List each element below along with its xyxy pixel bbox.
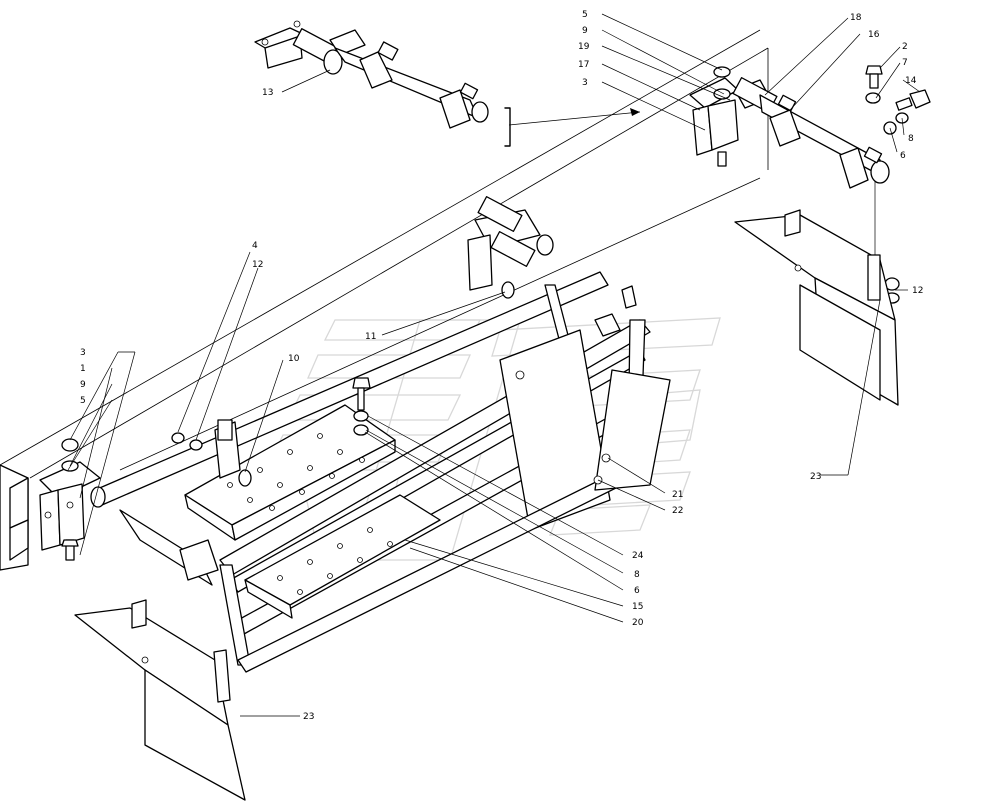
arrow-head bbox=[630, 108, 640, 116]
part-labels: 13 5 9 19 17 3 18 16 2 7 14 8 6 12 4 12 … bbox=[80, 10, 923, 722]
label-6-right: 6 bbox=[900, 151, 906, 161]
label-23-right: 23 bbox=[810, 472, 821, 482]
label-6-lower: 6 bbox=[634, 586, 640, 596]
detail-hinge-shaft bbox=[254, 20, 511, 147]
label-10: 10 bbox=[288, 354, 300, 364]
label-21: 21 bbox=[672, 490, 683, 500]
label-5-left: 5 bbox=[80, 396, 86, 406]
label-3-left: 3 bbox=[80, 348, 86, 358]
label-1: 1 bbox=[80, 364, 86, 374]
mud-flap-right bbox=[734, 209, 899, 406]
label-11: 11 bbox=[365, 332, 376, 342]
label-8-lower: 8 bbox=[634, 570, 640, 580]
label-8-right: 8 bbox=[908, 134, 914, 144]
label-2: 2 bbox=[902, 42, 908, 52]
frame-beam-left bbox=[0, 464, 29, 571]
mud-flap-left bbox=[74, 599, 246, 801]
center-fasteners bbox=[171, 377, 371, 487]
label-3-top: 3 bbox=[582, 78, 588, 88]
label-18: 18 bbox=[850, 13, 862, 23]
label-15: 15 bbox=[632, 602, 643, 612]
label-20: 20 bbox=[632, 618, 644, 628]
lower-tread bbox=[244, 494, 441, 619]
label-4: 4 bbox=[252, 241, 258, 251]
label-24: 24 bbox=[632, 551, 644, 561]
label-16: 16 bbox=[868, 30, 880, 40]
upper-tread bbox=[184, 404, 396, 541]
detail-right-shaft bbox=[689, 66, 890, 189]
label-9-top: 9 bbox=[582, 26, 588, 36]
label-14: 14 bbox=[905, 76, 917, 86]
label-9-left: 9 bbox=[80, 380, 86, 390]
label-13: 13 bbox=[262, 88, 273, 98]
label-5-top: 5 bbox=[582, 10, 588, 20]
label-12-center: 12 bbox=[252, 260, 263, 270]
left-hinge-bracket bbox=[39, 438, 101, 561]
label-17: 17 bbox=[578, 60, 589, 70]
label-23-left: 23 bbox=[303, 712, 314, 722]
label-22: 22 bbox=[672, 506, 683, 516]
label-19: 19 bbox=[578, 42, 590, 52]
label-7: 7 bbox=[902, 58, 908, 68]
guide-lines bbox=[0, 29, 876, 570]
loose-fasteners-right bbox=[865, 65, 931, 304]
leader-lines bbox=[67, 13, 921, 717]
label-12-right: 12 bbox=[912, 286, 923, 296]
